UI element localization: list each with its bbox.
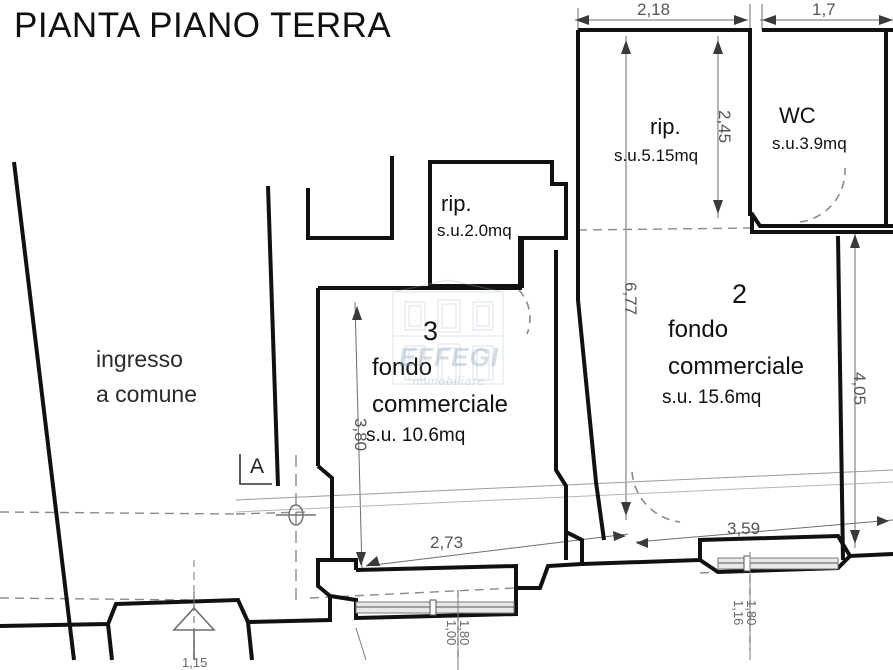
dimension-bottom-left: 2,73: [430, 533, 464, 552]
room-label-3-line2: commerciale: [372, 391, 509, 418]
page-title: PIANTA PIANO TERRA: [14, 6, 392, 45]
wall-bottom-middle: [355, 528, 584, 590]
wall-bottom-sill-left: [329, 588, 518, 621]
room-label-3-line1: fondo: [372, 354, 433, 381]
door-swing-arcs: [518, 167, 846, 523]
wall-ingresso-right: [266, 185, 280, 487]
room-label-rip-small: rip.: [441, 191, 472, 216]
dimension-opening1-height: 1,80: [457, 620, 472, 646]
dimension-top-left: 2,18: [637, 0, 671, 19]
room-label-rip-large: rip.: [650, 114, 681, 139]
wall-recess-top: [306, 156, 394, 240]
wall-wc-bottom: [748, 212, 893, 228]
dimension-opening2-height: 1,80: [744, 600, 759, 626]
room-area-wc: s.u.3.9mq: [772, 134, 847, 153]
dimension-arrows: [352, 15, 893, 566]
wall-wc-bottom-2: [750, 214, 893, 234]
dimension-right-tall: 6,77: [621, 282, 640, 316]
bottom-dimension-ticks: [193, 552, 751, 670]
wall-bottom-left-stub2: [246, 621, 254, 661]
room-label-wc: WC: [779, 103, 816, 128]
room-area-rip-small: s.u.2.0mq: [437, 221, 512, 240]
room-area-2: s.u. 15.6mq: [662, 387, 762, 408]
wall-room3-left-lower: [316, 464, 334, 560]
wall-bottom-left: [0, 558, 358, 628]
section-node-icon: [276, 504, 316, 526]
walls: [0, 28, 893, 661]
room-label-2-line1: fondo: [668, 316, 729, 343]
room-label-ingresso-line1: ingresso: [96, 346, 183, 372]
dimension-right-outer: 4,05: [850, 372, 869, 406]
dimension-room3-left: 3,80: [351, 418, 370, 452]
room-area-rip-large: s.u.5.15mq: [614, 146, 699, 165]
wall-right-top-left: [578, 28, 752, 106]
room-number-2: 2: [732, 279, 748, 309]
wall-right-left-slant: [576, 30, 606, 541]
window-openings: [355, 555, 839, 616]
wall-bottom-right: [581, 533, 893, 566]
room-label-ingresso-line2: a comune: [96, 381, 198, 407]
dimension-bottom-corner: 1,15: [182, 655, 208, 670]
room-label-2-line2: commerciale: [668, 353, 805, 380]
wall-rip-small: [428, 160, 568, 288]
wall-right-lower: [836, 235, 845, 561]
section-marker-label: A: [250, 455, 265, 478]
dimension-rip-height: 2,45: [715, 110, 734, 144]
dimension-top-right: 1,7: [812, 0, 836, 19]
dimension-bottom-right: 3,59: [727, 519, 761, 538]
wall-bottom-left-stub: [106, 623, 114, 661]
wall-ingresso-left: [12, 161, 76, 661]
entrance-arrow-icon: [172, 606, 216, 660]
room-number-3: 3: [423, 316, 439, 346]
wall-room3-right: [554, 250, 568, 560]
wall-bottom-sill-right: [698, 554, 852, 575]
room-area-3: s.u. 10.6mq: [366, 425, 466, 446]
section-marker-bracket: [239, 454, 272, 485]
